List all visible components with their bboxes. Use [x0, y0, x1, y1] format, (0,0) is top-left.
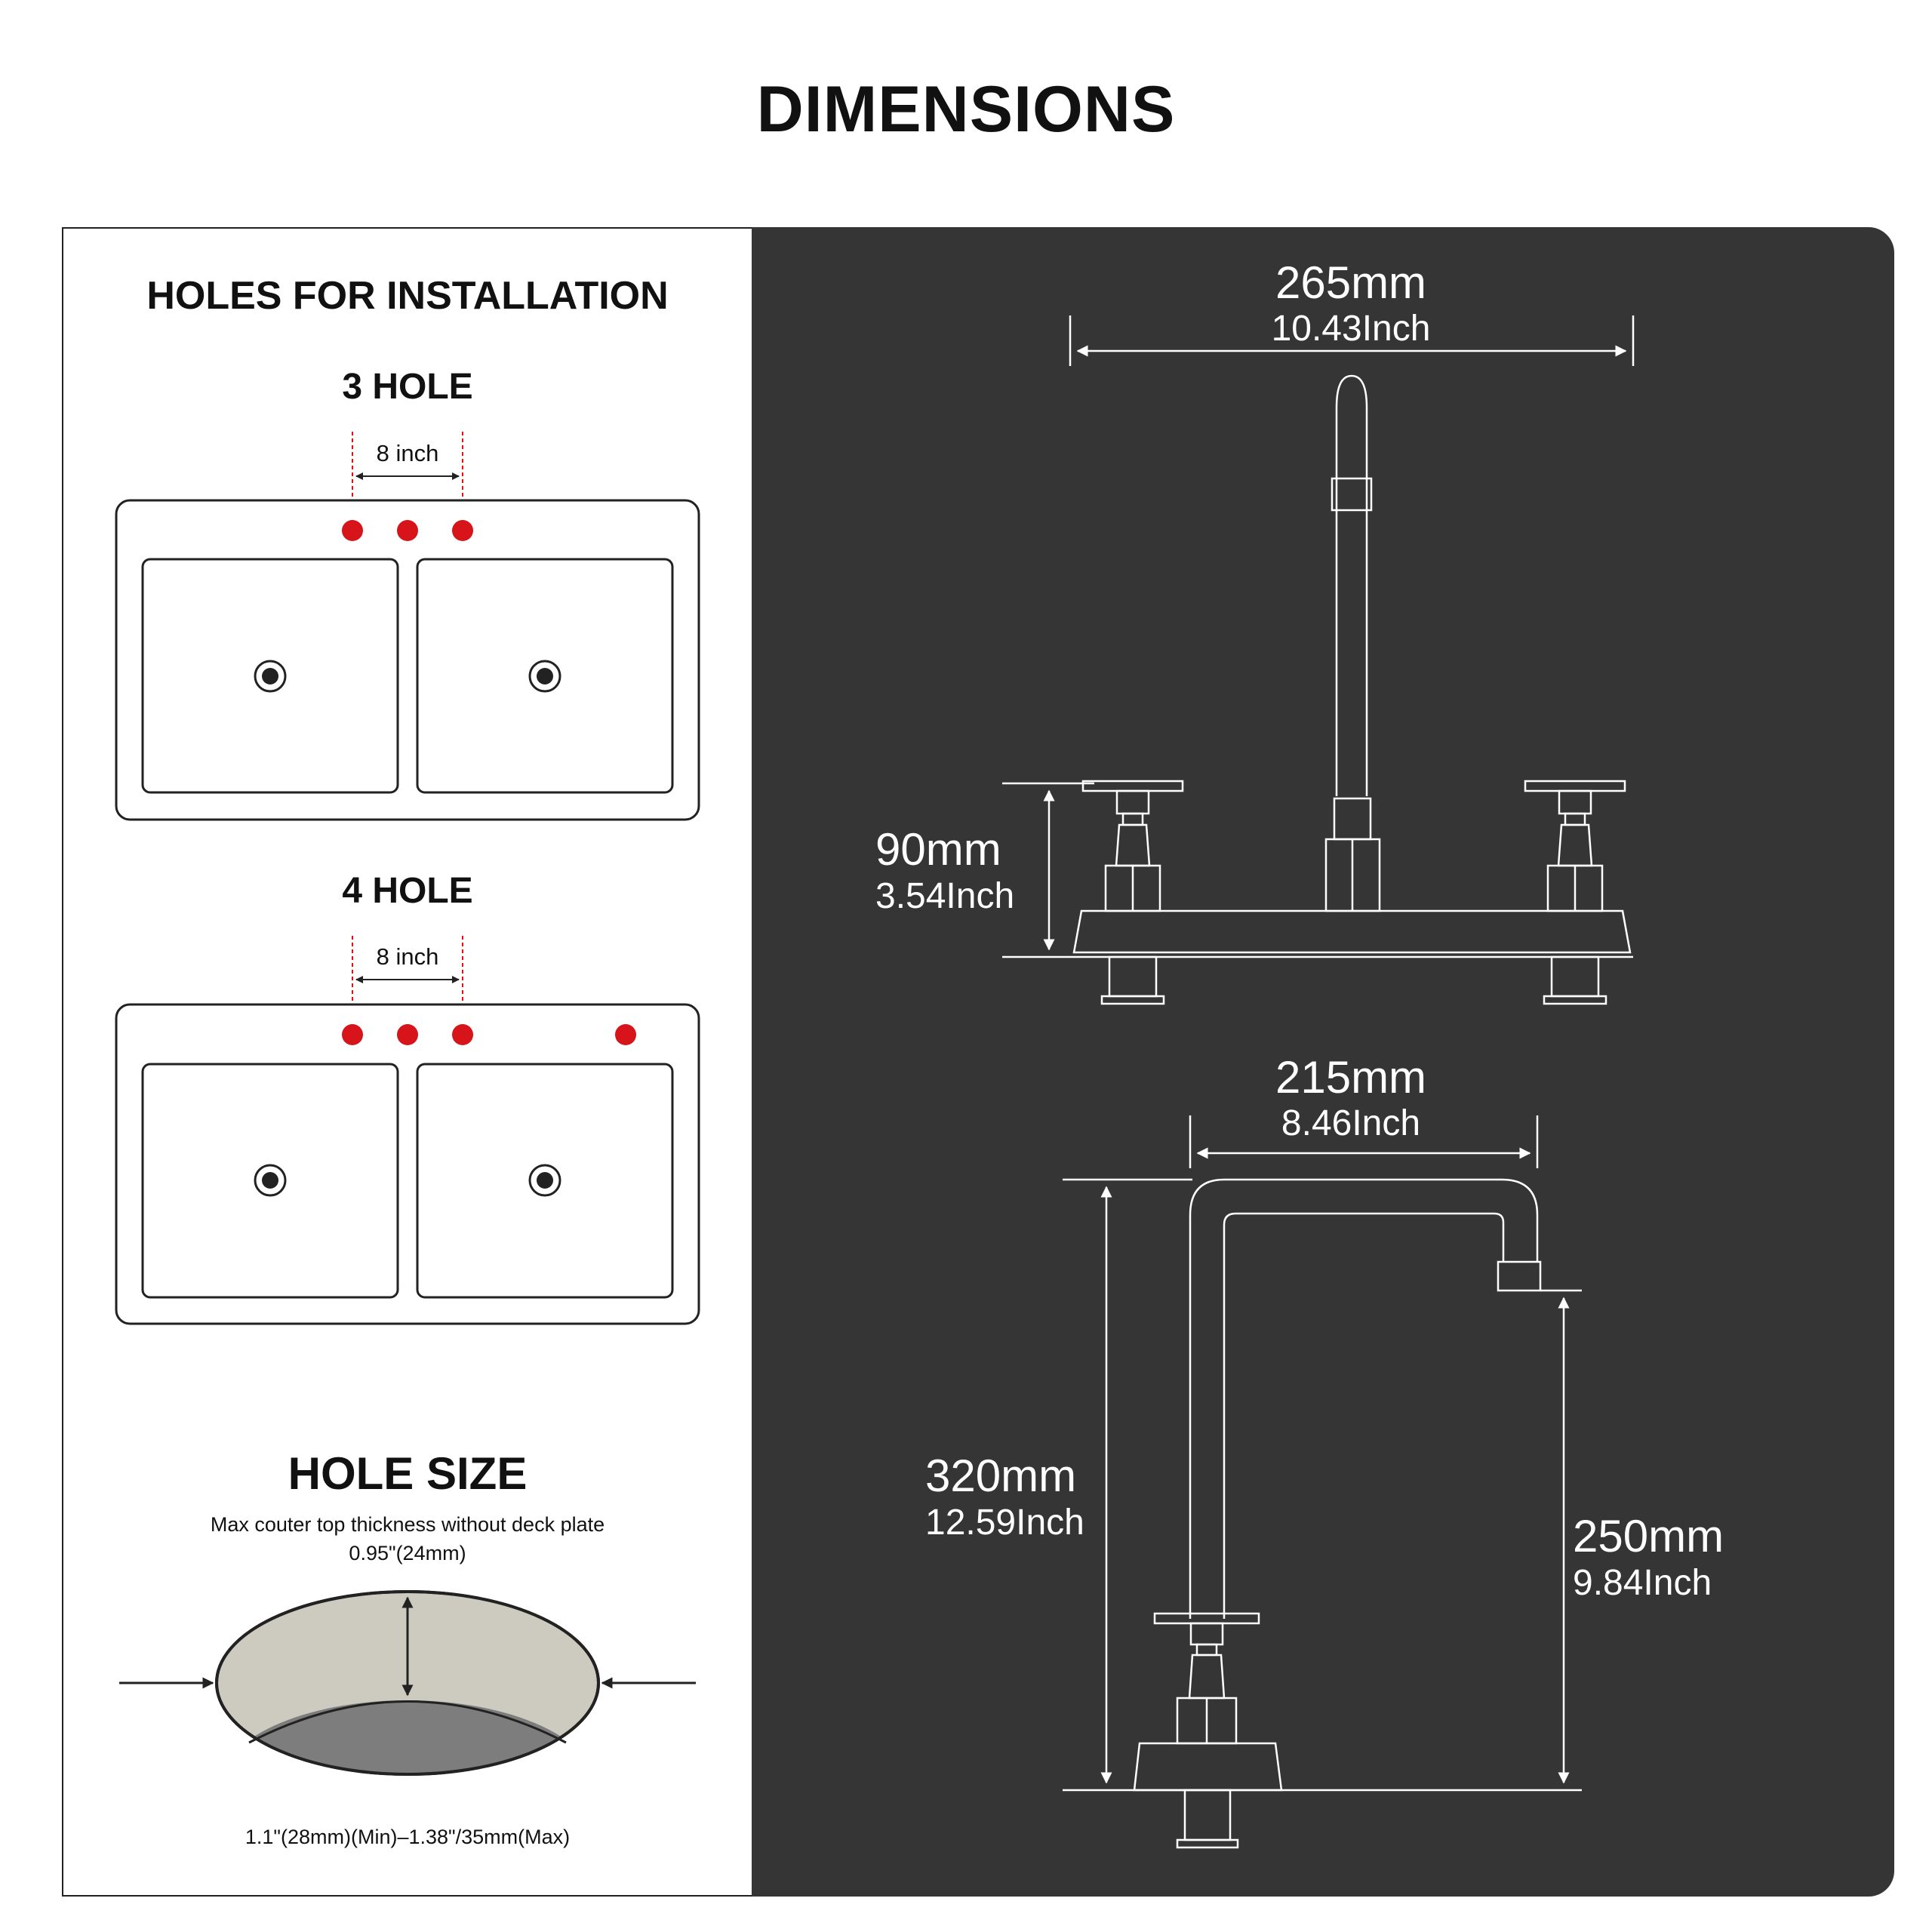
three-hole-label: 3 HOLE: [342, 367, 473, 407]
thickness-note: Max couter top thickness without deck pl…: [210, 1513, 605, 1536]
width-mm-label: 265mm: [1275, 257, 1427, 308]
faucet-hole-marker: [452, 520, 473, 541]
spout-height-inch-label: 9.84Inch: [1573, 1563, 1712, 1603]
handle-height-mm-label: 90mm: [875, 824, 1001, 875]
three-hole-spacing: 8 inch: [376, 440, 439, 466]
installation-heading: HOLES FOR INSTALLATION: [146, 274, 669, 318]
faucet-hole-marker: [342, 1024, 363, 1045]
hole-size-heading: HOLE SIZE: [288, 1448, 528, 1499]
reach-mm-label: 215mm: [1275, 1052, 1427, 1103]
hole-size-diagram: [119, 1590, 696, 1776]
total-height-inch-label: 12.59Inch: [925, 1503, 1084, 1543]
four-hole-label: 4 HOLE: [342, 871, 473, 911]
faucet-hole-marker: [342, 520, 363, 541]
four-hole-sink-diagram: [115, 936, 700, 1325]
dimensions-panel: [752, 227, 1894, 1897]
four-hole-spacing: 8 inch: [376, 943, 439, 970]
hole-interior: [219, 1700, 596, 1774]
faucet-hole-marker: [615, 1024, 636, 1045]
faucet-hole-marker: [397, 1024, 418, 1045]
faucet-hole-marker: [397, 520, 418, 541]
spout-height-mm-label: 250mm: [1573, 1511, 1724, 1561]
page-title: DIMENSIONS: [756, 73, 1176, 146]
faucet-hole-marker: [452, 1024, 473, 1045]
handle-height-inch-label: 3.54Inch: [875, 876, 1015, 916]
total-height-mm-label: 320mm: [925, 1451, 1077, 1501]
three-hole-sink-diagram: [115, 432, 700, 821]
hole-diameter-range: 1.1"(28mm)(Min)–1.38"/35mm(Max): [245, 1826, 571, 1848]
reach-inch-label: 8.46Inch: [1281, 1103, 1421, 1143]
thickness-value: 0.95"(24mm): [349, 1542, 466, 1564]
faucet-side-view: [1063, 1115, 1582, 1849]
faucet-front-view: [1002, 315, 1635, 1005]
width-inch-label: 10.43Inch: [1271, 309, 1431, 349]
